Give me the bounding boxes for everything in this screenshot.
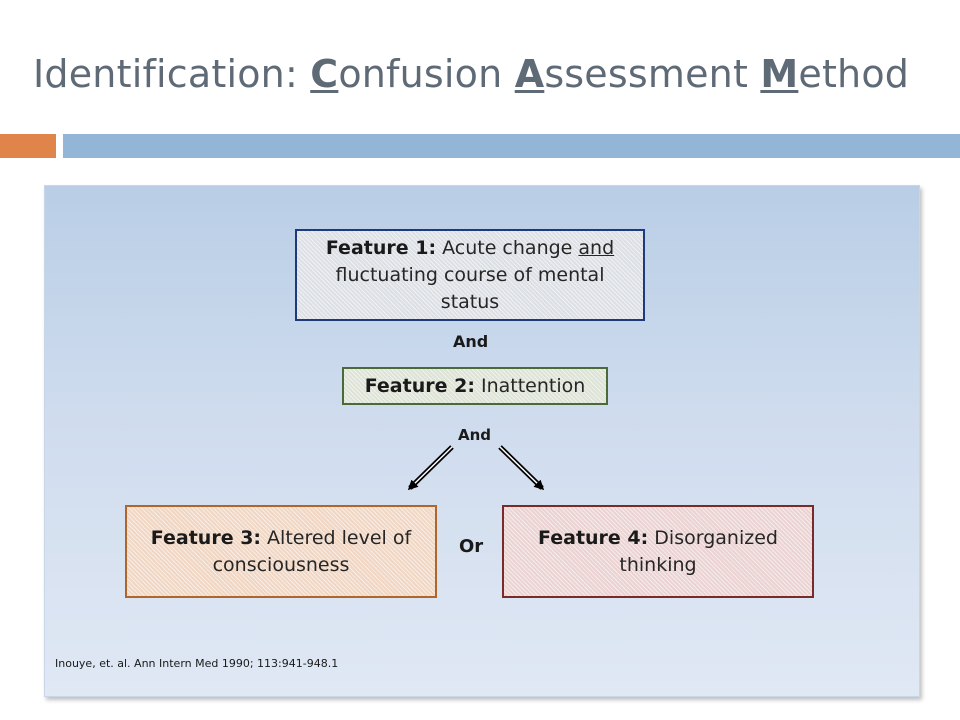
slide-title: Identification: Confusion Assessment Met… (33, 52, 909, 96)
connector-and-1: And (453, 332, 489, 351)
title-prefix: Identification: (33, 52, 311, 96)
title-letter-m: M (760, 52, 799, 96)
connector-and-2: And (458, 426, 492, 444)
feature-1-label: Feature 1: (325, 236, 437, 259)
feature-2-content: Feature 2: Inattention (365, 373, 586, 400)
feature-2-box: Feature 2: Inattention (342, 367, 608, 405)
title-letter-c: C (310, 52, 339, 96)
feature-4-text: Disorganized thinking (619, 526, 778, 576)
feature-3-content: Feature 3: Altered level of consciousnes… (141, 525, 421, 579)
feature-4-label: Feature 4: (538, 526, 649, 549)
feature-4-content: Feature 4: Disorganized thinking (528, 525, 788, 579)
connector-or: Or (459, 536, 484, 557)
title-word-method: ethod (798, 52, 910, 96)
feature-1-text-a: Acute change (436, 236, 579, 259)
title-letter-a: A (514, 52, 545, 96)
accent-bar-orange (0, 134, 56, 158)
feature-1-text-b: fluctuating course of mental status (335, 263, 605, 313)
title-word-assessment: ssessment (544, 52, 761, 96)
feature-1-box: Feature 1: Acute change and fluctuating … (295, 229, 645, 321)
feature-4-box: Feature 4: Disorganized thinking (502, 505, 814, 598)
feature-1-content: Feature 1: Acute change and fluctuating … (320, 235, 620, 316)
feature-3-box: Feature 3: Altered level of consciousnes… (125, 505, 437, 598)
accent-bar-blue (63, 134, 960, 158)
feature-3-label: Feature 3: (150, 526, 262, 549)
feature-3-text: Altered level of consciousness (212, 526, 412, 576)
feature-2-label: Feature 2: (364, 374, 475, 397)
feature-2-text: Inattention (474, 374, 586, 397)
title-word-confusion: onfusion (338, 52, 515, 96)
citation: Inouye, et. al. Ann Intern Med 1990; 113… (55, 657, 339, 670)
feature-1-text-underlined: and (578, 236, 615, 259)
